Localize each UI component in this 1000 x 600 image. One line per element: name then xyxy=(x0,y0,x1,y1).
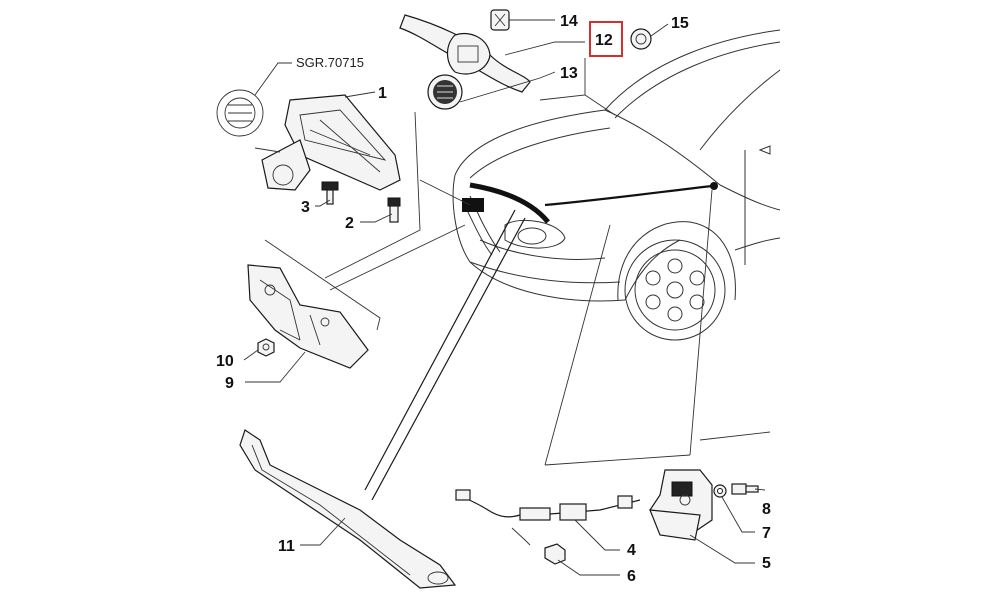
part-release-cable-4 xyxy=(455,489,641,546)
part-hood-latch-5 xyxy=(649,469,713,541)
part-bolt-8 xyxy=(731,483,759,495)
callout-12: 12 xyxy=(595,32,613,49)
part-bolt-2 xyxy=(387,197,401,223)
part-badge-13 xyxy=(427,74,463,110)
callout-5: 5 xyxy=(762,555,771,572)
part-grommet-6 xyxy=(544,543,566,565)
callout-15: 15 xyxy=(671,15,689,32)
hood-cable-on-car xyxy=(469,182,550,224)
callout-14: 14 xyxy=(560,13,578,30)
callout-4: 4 xyxy=(627,542,636,559)
callout-labels: SGR.70715 1 2 3 4 5 6 7 8 9 10 11 12 13 … xyxy=(216,13,771,585)
part-washer-7 xyxy=(713,484,727,498)
part-lower-bracket-9 xyxy=(247,264,369,369)
callout-10: 10 xyxy=(216,353,234,370)
leader-lines xyxy=(243,19,766,576)
part-bolt-3 xyxy=(321,181,339,205)
part-crossmember-11 xyxy=(239,429,457,589)
callout-12-highlight-box xyxy=(589,21,623,57)
part-plug-15 xyxy=(630,28,652,50)
callout-reference-code: SGR.70715 xyxy=(296,55,364,70)
callout-2: 2 xyxy=(345,215,354,232)
part-lock-bracket-1 xyxy=(216,89,401,191)
callout-9: 9 xyxy=(225,375,234,392)
part-grille-frame-12 xyxy=(399,14,531,93)
callout-8: 8 xyxy=(762,501,771,518)
hood-lock-on-car xyxy=(462,198,484,212)
callout-11: 11 xyxy=(278,538,295,555)
callout-7: 7 xyxy=(762,525,771,542)
part-clip-14 xyxy=(490,9,510,31)
callout-13: 13 xyxy=(560,65,578,82)
callout-1: 1 xyxy=(378,85,387,102)
part-nut-10 xyxy=(257,338,275,357)
callout-3: 3 xyxy=(301,199,310,216)
car-body-illustration xyxy=(452,29,781,341)
callout-6: 6 xyxy=(627,568,636,585)
guide-lines xyxy=(264,58,771,501)
